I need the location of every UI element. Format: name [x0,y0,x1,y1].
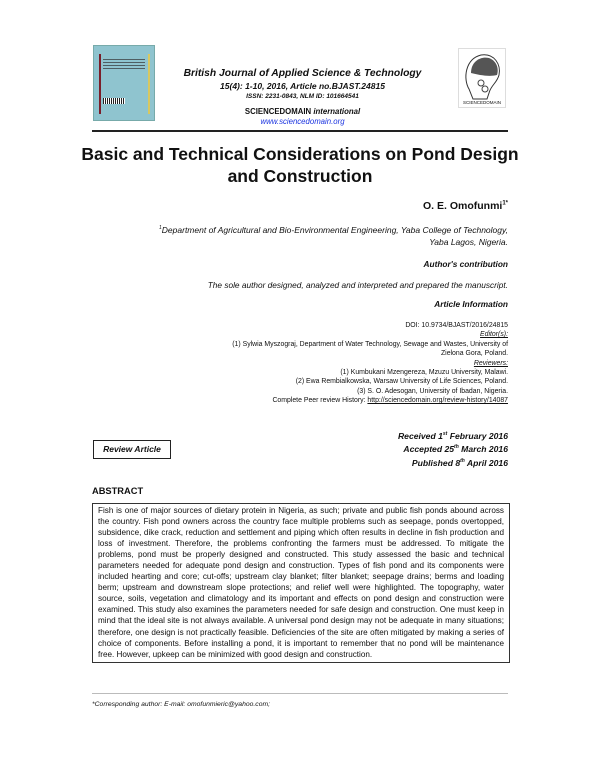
article-type-badge: Review Article [93,440,171,459]
journal-name: British Journal of Applied Science & Tec… [183,68,422,79]
title-line-2: and Construction [227,166,373,186]
contribution-heading: Author's contribution [423,259,508,269]
history-label: Complete Peer review History: [272,397,366,405]
author: O. E. Omofunmi1* [423,200,508,212]
title-line-1: Basic and Technical Considerations on Po… [81,144,519,164]
doi: DOI: 10.9734/BJAST/2016/24815 [405,322,508,329]
reviewer-1: (1) Kumbukani Mzengereza, Mzuzu Universi… [340,369,508,377]
logo-text: SCIENCEDOMAIN [462,100,501,105]
author-sup: 1* [502,200,508,207]
citation: 15(4): 1-10, 2016, Article no.BJAST.2481… [220,81,385,91]
dates: Received 1st February 2016 Accepted 25th… [398,429,508,469]
editor-1-cont: Zielona Gora, Poland. [440,350,508,358]
affiliation-line-1: Department of Agricultural and Bio-Envir… [161,224,508,235]
article-info: DOI: 10.9734/BJAST/2016/24815 Editor(s):… [188,321,508,406]
header-rule [92,130,508,132]
issn: ISSN: 2231-0843, NLM ID: 101664541 [246,93,359,100]
publisher: SCIENCEDOMAIN international [160,107,445,116]
reviewer-3: (3) S. O. Adesogan, University of Ibadan… [357,387,508,395]
paper-title: Basic and Technical Considerations on Po… [80,143,520,187]
sciencedomain-logo: SCIENCEDOMAIN [458,48,506,108]
publisher-name: SCIENCEDOMAIN [244,107,312,116]
abstract-heading: ABSTRACT [92,486,144,496]
accepted-date: Accepted 25th March 2016 [403,444,508,455]
reviewer-2: (2) Ewa Rembialkowska, Warsaw University… [295,378,508,386]
website-link[interactable]: www.sciencedomain.org [260,117,345,126]
publisher-suffix: international [313,107,361,116]
affiliation-sup: 1 [159,225,162,231]
author-name: O. E. Omofunmi [422,200,503,212]
article-info-heading: Article Information [434,299,508,309]
journal-cover-image [93,45,155,121]
editor-1: (1) Sylwia Myszograj, Department of Wate… [232,340,508,348]
footnote-rule [92,693,508,694]
affiliation: 1Department of Agricultural and Bio-Envi… [88,222,508,248]
reviewers-label: Reviewers: [473,359,508,367]
received-date: Received 1st February 2016 [397,430,508,441]
contribution-text: The sole author designed, analyzed and i… [207,280,508,290]
affiliation-line-2: Yaba Lagos, Nigeria. [429,236,508,247]
corresponding-author-footnote: *Corresponding author: E-mail: omofunmie… [92,701,271,708]
review-history-link[interactable]: http://sciencedomain.org/review-history/… [367,397,508,405]
published-date: Published 8th April 2016 [411,457,508,468]
abstract-text: Fish is one of major sources of dietary … [92,503,510,663]
editors-label: Editor(s): [480,331,508,339]
